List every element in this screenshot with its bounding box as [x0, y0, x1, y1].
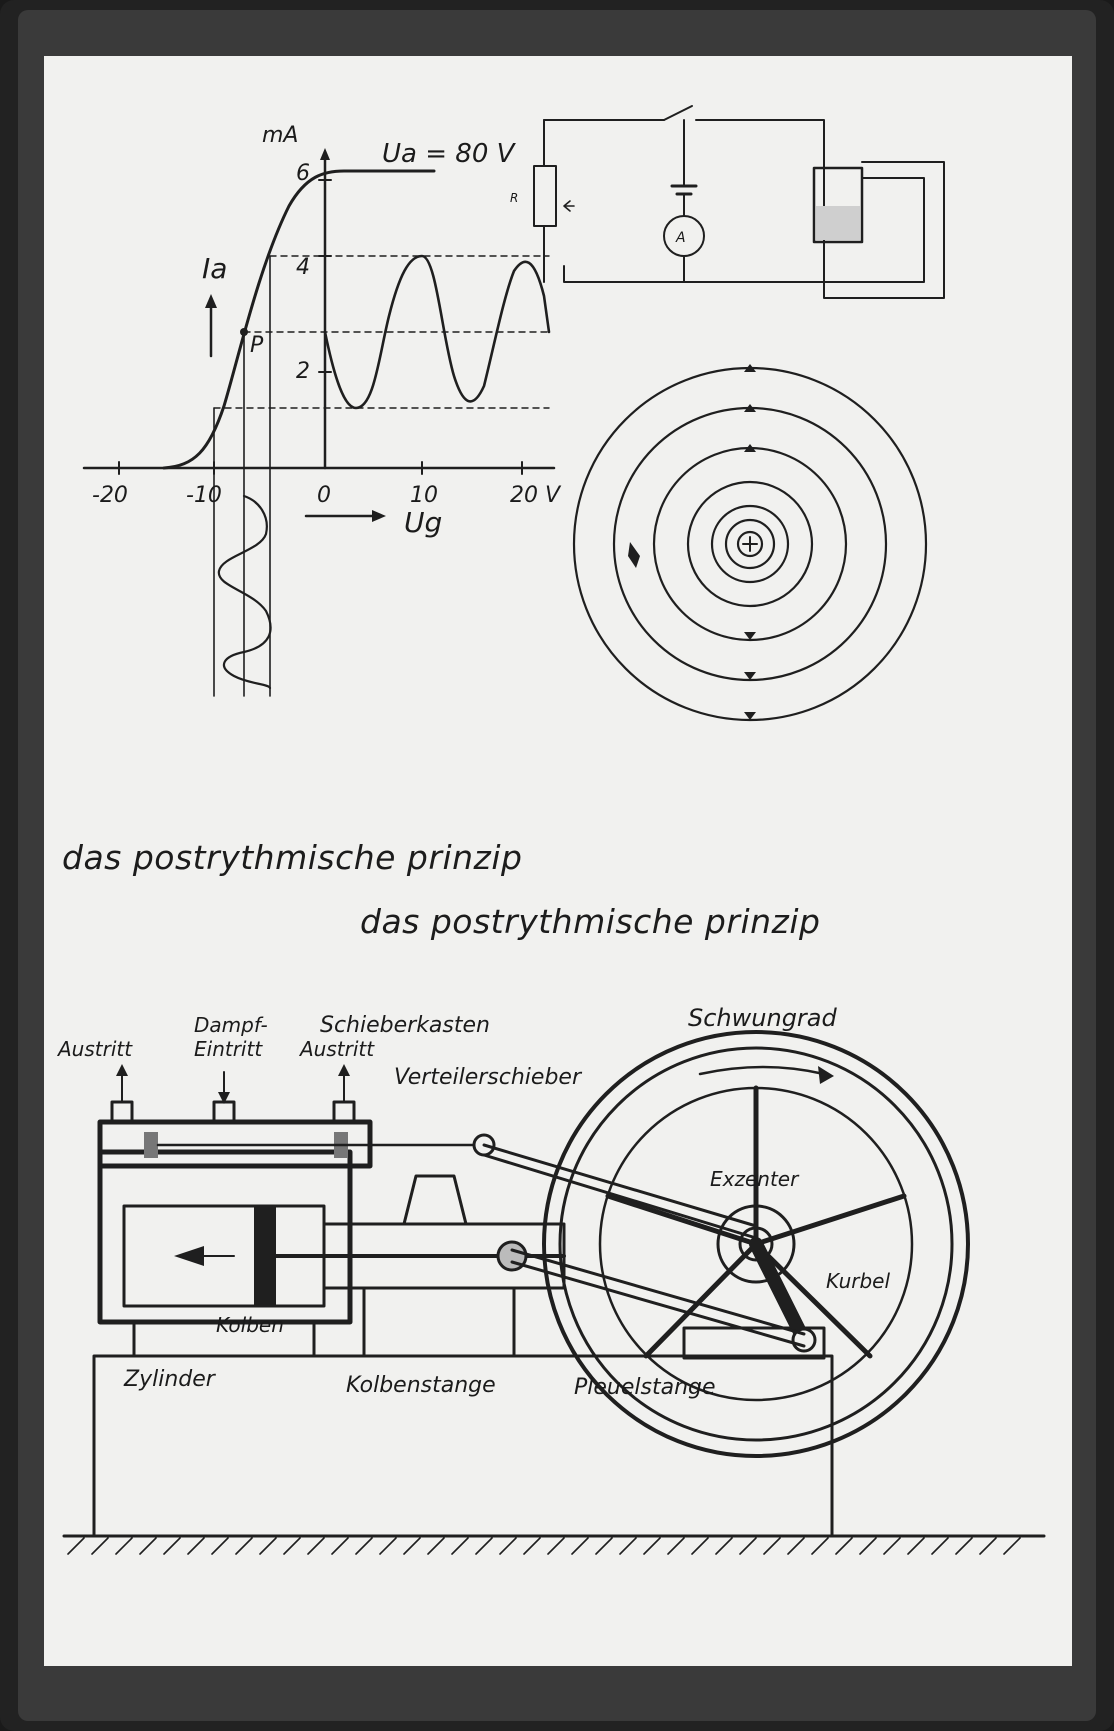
x-axis-label: Ug: [404, 506, 442, 539]
operating-point-p: [240, 328, 248, 336]
connecting-rod-label: Pleuelstange: [574, 1375, 716, 1400]
output-wave: [323, 254, 551, 410]
input-wave: [217, 494, 272, 690]
valve-rod-support: [402, 1174, 468, 1226]
resistor-label: R: [510, 191, 518, 205]
piston-direction-arrow-icon: [174, 1246, 204, 1266]
switch-icon: [663, 105, 693, 121]
steam-inlet-label-line1: Dampf-: [194, 1013, 268, 1037]
cylinder-body: [97, 1149, 353, 1325]
crank-shaft: [738, 1226, 774, 1262]
exhaust-left-arrow-icon: [116, 1064, 128, 1076]
engine-supports: [132, 1286, 516, 1358]
piston: [254, 1206, 276, 1306]
crank-arm: [749, 1237, 811, 1347]
x-tick-label-0: 0: [317, 483, 331, 508]
flywheel-rim-inner: [558, 1046, 954, 1442]
ia-arrow-icon: [205, 294, 217, 308]
y-axis-arrow-icon: [320, 148, 330, 160]
resistor-wiper: [563, 200, 575, 212]
field-arrow-icon: [744, 404, 756, 412]
exhaust-right-label: Austritt: [298, 1037, 375, 1061]
cover-paper: mA 6 4 2 Ua = 80 V Ia Ug P -20 -10 0 10 …: [44, 56, 1072, 1666]
cover-artwork: mA 6 4 2 Ua = 80 V Ia Ug P -20 -10 0 10 …: [56, 105, 1046, 1555]
steam-inlet-arrow-icon: [218, 1092, 230, 1104]
ug-arrow-icon: [372, 510, 386, 522]
field-ring-5: [710, 504, 790, 584]
cell-wire-right: [823, 177, 925, 283]
x-tick-label-minus20: -20: [92, 483, 128, 508]
title-line-1: das postrythmische prinzip: [62, 838, 523, 877]
cylinder-label: Zylinder: [123, 1367, 217, 1392]
field-arrow-icon: [744, 712, 756, 720]
piston-rod-label: Kolbenstange: [346, 1373, 496, 1398]
flywheel-spoke: [605, 1193, 759, 1247]
valve-slide-left: [144, 1132, 158, 1158]
y-tick-label-2: 2: [296, 359, 310, 384]
characteristic-curve: [162, 169, 436, 470]
cell-wire-outer: [823, 161, 945, 299]
connecting-rod-lower: [510, 1260, 806, 1348]
foundation-block: [92, 1354, 834, 1538]
field-arrow-icon: [744, 632, 756, 640]
flywheel-spoke: [753, 1241, 873, 1359]
flywheel-spoke: [643, 1241, 759, 1359]
exhaust-left-label: Austritt: [56, 1037, 133, 1061]
y-tick-label-6: 6: [296, 161, 310, 186]
ring-marker: [628, 542, 640, 568]
slide-valve-label: Verteilerschieber: [394, 1065, 583, 1090]
exhaust-right-arrow-icon: [338, 1064, 350, 1076]
exhaust-right-pipe: [332, 1100, 356, 1124]
field-ring-center: [736, 530, 764, 558]
rotation-arrow-shaft: [698, 1065, 826, 1076]
eccentric-label: Exzenter: [710, 1167, 800, 1191]
crank-label: Kurbel: [826, 1269, 890, 1293]
y-tick-label-4: 4: [296, 255, 310, 280]
steam-inlet-label-line2: Eintritt: [194, 1037, 263, 1061]
title-line-2: das postrythmische prinzip: [360, 902, 821, 941]
field-arrow-icon: [744, 672, 756, 680]
x-tick-label-10: 10: [410, 483, 438, 508]
piston-label: Kolben: [216, 1313, 284, 1337]
tube-characteristic-graph: mA 6 4 2 Ua = 80 V Ia Ug P -20 -10 0 10 …: [82, 123, 562, 697]
x-tick-label-minus10: -10: [186, 483, 222, 508]
steam-engine-diagram: Dampf- Eintritt Schieberkasten Austritt …: [56, 1004, 1046, 1555]
circuit-diagram: R A: [510, 105, 945, 299]
exhaust-left-pipe: [110, 1100, 134, 1124]
flywheel-bearing: [682, 1326, 826, 1360]
ground-hatching: [67, 1537, 1021, 1555]
eccentric-disc: [716, 1204, 796, 1284]
x-tick-label-20: 20 V: [510, 483, 562, 508]
field-ring-6: [724, 518, 776, 570]
field-arrow-icon: [744, 364, 756, 372]
tube-cell: [812, 166, 864, 244]
resistor: [533, 165, 557, 227]
flywheel-rim-outer: [542, 1030, 970, 1458]
curve-label: Ua = 80 V: [382, 139, 517, 169]
flywheel-spoke: [753, 1193, 907, 1247]
tube-cell-fill: [816, 206, 860, 240]
steam-inlet-pipe: [212, 1100, 236, 1124]
field-ring-4: [686, 480, 814, 608]
point-label: P: [250, 333, 264, 358]
field-arrow-icon: [744, 444, 756, 452]
concentric-field-lines: [572, 364, 928, 722]
rotation-arrow-icon: [818, 1066, 834, 1084]
crosshead-guide: [322, 1222, 566, 1290]
y-unit-label: mA: [262, 123, 298, 148]
eccentric-rod: [482, 1143, 758, 1228]
valve-chest-label: Schieberkasten: [320, 1013, 490, 1038]
eccentric-rod-lower: [482, 1153, 758, 1240]
steam-inlet-label: Dampf- Eintritt: [194, 1013, 274, 1061]
ammeter-label: A: [675, 230, 686, 246]
y-axis-label: Ia: [202, 252, 227, 285]
connecting-rod-upper: [510, 1248, 806, 1336]
flywheel-label: Schwungrad: [688, 1004, 838, 1032]
